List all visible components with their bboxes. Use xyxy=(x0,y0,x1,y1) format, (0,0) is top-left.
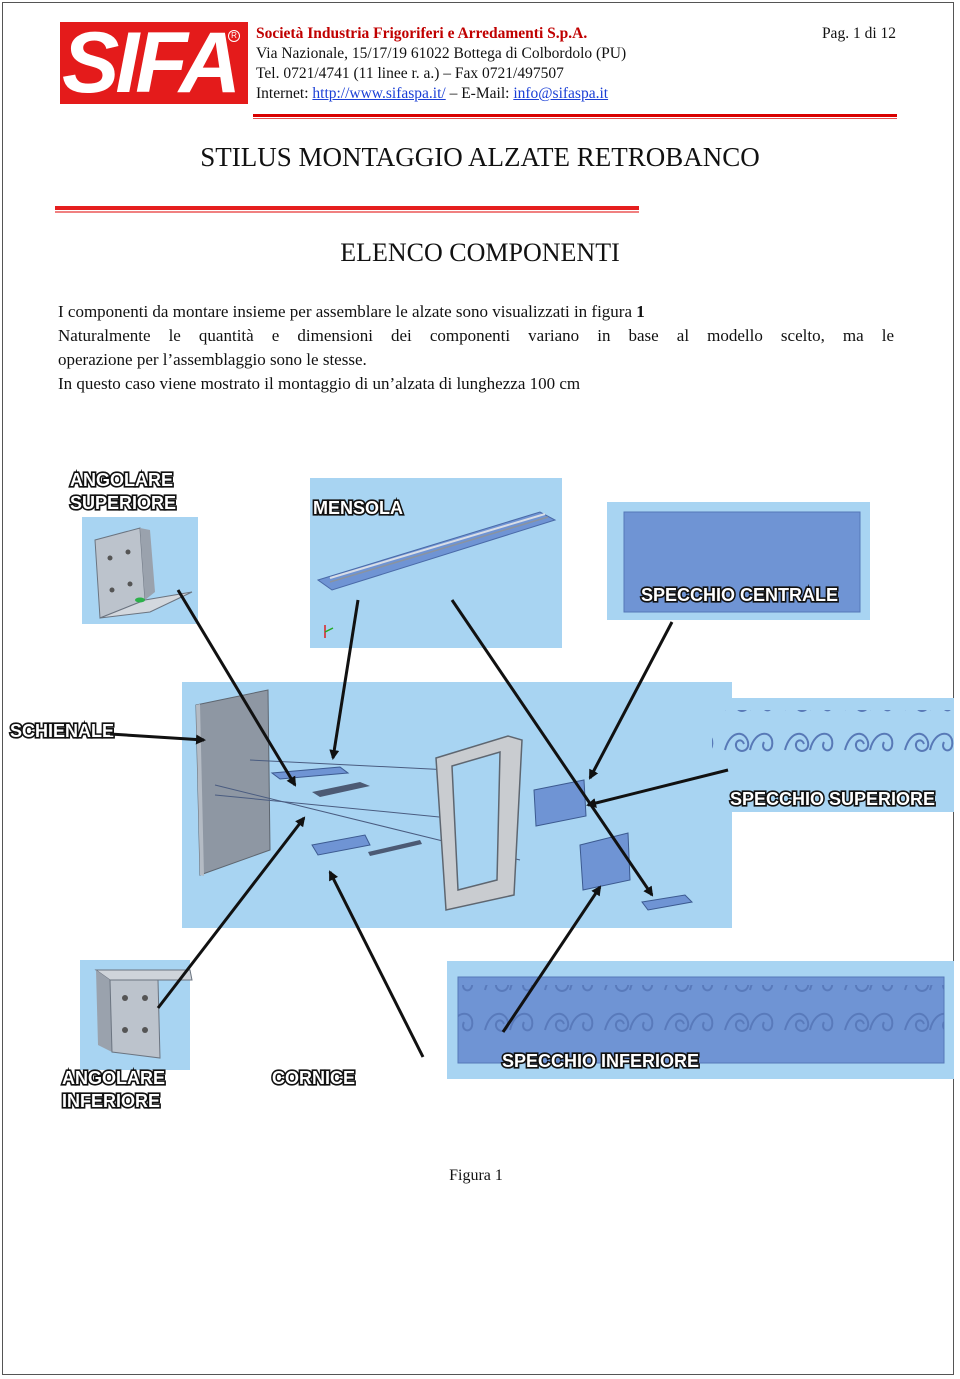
angolare-inferiore-panel xyxy=(80,960,193,1070)
label-angolare-superiore-1: ANGOLARE xyxy=(70,470,173,490)
arrow-angolare-superiore xyxy=(176,589,297,787)
label-mensola: MENSOLA xyxy=(313,498,403,518)
label-cornice: CORNICE xyxy=(272,1068,355,1088)
email-label: – E-Mail: xyxy=(445,85,514,102)
title-divider-shadow xyxy=(55,211,639,213)
label-specchio-centrale: SPECCHIO CENTRALE xyxy=(641,585,838,605)
label-angolare-superiore-2: SUPERIORE xyxy=(70,493,176,513)
company-phone: Tel. 0721/4741 (11 linee r. a.) – Fax 07… xyxy=(256,65,564,82)
arrow-schienale xyxy=(109,732,206,745)
assembly-panel xyxy=(182,682,732,928)
label-specchio-superiore: SPECCHIO SUPERIORE xyxy=(730,789,935,809)
section-title: ELENCO COMPONENTI xyxy=(340,238,620,267)
title-divider xyxy=(55,206,639,210)
arrow-cornice xyxy=(328,870,425,1058)
company-name: Società Industria Frigoriferi e Arredame… xyxy=(256,25,588,42)
intro-line-2: Naturalmente le quantità e dimensioni de… xyxy=(58,326,894,345)
intro-line-4: In questo caso viene mostrato il montagg… xyxy=(58,374,581,393)
arrow-specchio-inferiore xyxy=(501,885,602,1033)
specchio-superiore-panel xyxy=(712,698,954,812)
internet-label: Internet: xyxy=(256,85,313,102)
email-link[interactable]: info@sifaspa.it xyxy=(513,85,609,102)
sifa-logo: SIFA R xyxy=(60,22,248,104)
arrow-angolare-inferiore xyxy=(156,816,306,1009)
arrow-specchio-centrale-b xyxy=(588,621,674,780)
intro-line-1: I componenti da montare insieme per asse… xyxy=(58,302,645,321)
label-angolare-inferiore-2: INFERIORE xyxy=(62,1091,160,1111)
mensola-panel xyxy=(310,478,562,648)
arrow-mensola xyxy=(329,599,360,760)
figure-1-diagram: ANGOLARE SUPERIORE MENSOLA SPECCHIO CENT… xyxy=(8,468,954,1113)
header-divider-thin xyxy=(253,118,897,119)
specchio-centrale-panel xyxy=(607,502,870,620)
arrow-specchio-superiore xyxy=(586,768,729,808)
figure-caption: Figura 1 xyxy=(449,1167,503,1184)
arrow-specchio-centrale-a xyxy=(450,599,654,897)
logo-text: SIFA xyxy=(62,22,241,104)
intro-text: I componenti da montare insieme per asse… xyxy=(58,300,894,396)
header-divider xyxy=(253,114,897,117)
label-schienale: SCHIENALE xyxy=(10,721,114,741)
company-address: Via Nazionale, 15/17/19 61022 Bottega di… xyxy=(256,45,627,62)
company-contacts: Internet: http://www.sifaspa.it/ – E-Mai… xyxy=(256,84,626,104)
page-number: Pag. 1 di 12 xyxy=(821,25,896,42)
company-header: Società Industria Frigoriferi e Arredame… xyxy=(256,24,626,104)
registered-icon: R xyxy=(228,30,240,42)
page-title: STILUS MONTAGGIO ALZATE RETROBANCO xyxy=(200,142,760,172)
angolare-superiore-panel xyxy=(82,517,198,624)
label-angolare-inferiore-1: ANGOLARE xyxy=(62,1068,165,1088)
intro-line-3: operazione per l’assemblaggio sono le st… xyxy=(58,350,367,369)
website-link[interactable]: http://www.sifaspa.it/ xyxy=(312,85,446,102)
specchio-inferiore-panel xyxy=(447,961,954,1079)
label-specchio-inferiore: SPECCHIO INFERIORE xyxy=(502,1051,699,1071)
